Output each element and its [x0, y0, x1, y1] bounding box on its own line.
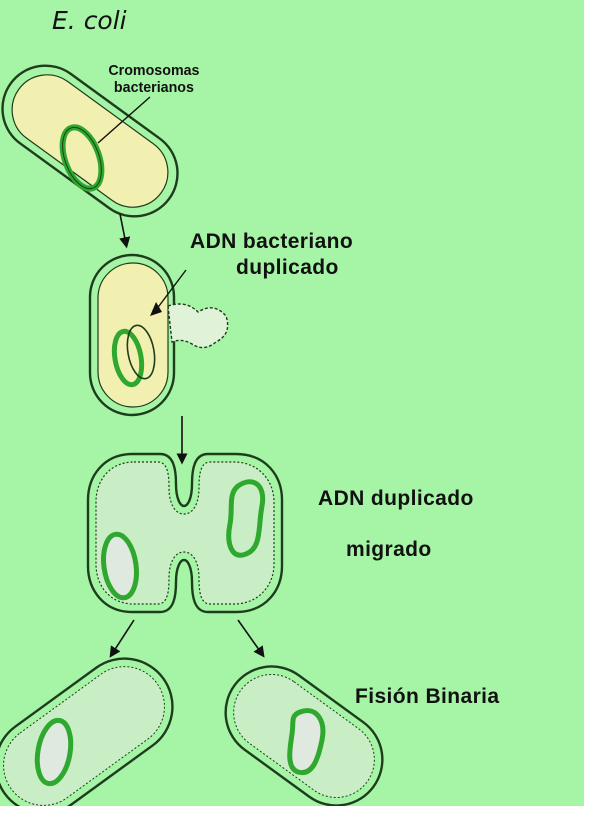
- dna-duplicated-label-line-2: duplicado: [236, 256, 339, 280]
- diagram-panel: E. coli Cromosomas bacterianos ADN bacte…: [0, 0, 584, 806]
- organism-label: E. coli: [52, 6, 127, 35]
- chromosomes-label: Cromosomas bacterianos: [108, 62, 199, 96]
- dna-migrated-label-line-2: migrado: [346, 538, 432, 562]
- dna-migrated-label-line-1: ADN duplicado: [318, 487, 474, 511]
- dna-duplicated-label-line-1: ADN bacteriano: [190, 230, 353, 254]
- chromosomes-label-line-1: Cromosomas: [108, 62, 199, 79]
- cell-3-chromosome-right: [229, 482, 263, 556]
- binary-fission-label: Fisión Binaria: [355, 685, 499, 709]
- chromosomes-label-line-2: bacterianos: [108, 79, 199, 96]
